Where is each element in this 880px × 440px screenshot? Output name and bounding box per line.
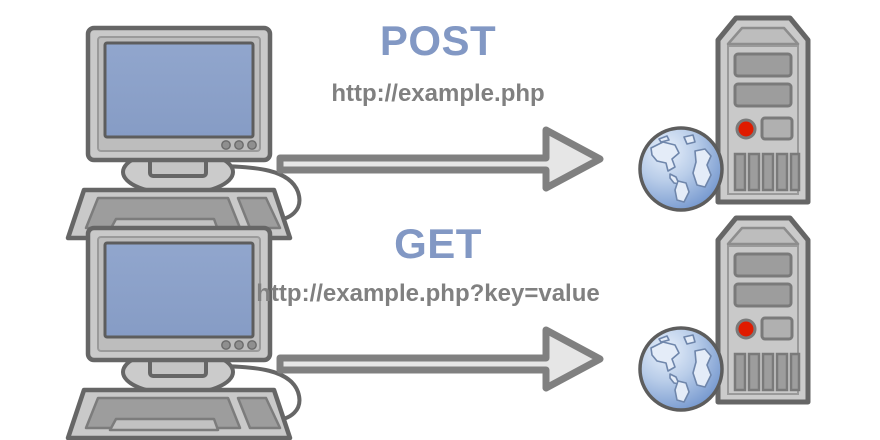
post-method-label: POST <box>379 17 497 64</box>
post-server-tower[interactable] <box>718 18 808 202</box>
get-url-label: http://example.php?key=value <box>256 280 600 307</box>
get-server-tower[interactable] <box>718 218 808 402</box>
post-request-arrow[interactable] <box>280 130 600 188</box>
get-request-arrow[interactable] <box>280 330 600 388</box>
post-globe-icon[interactable] <box>638 126 724 212</box>
get-method-label: GET <box>394 220 482 267</box>
get-globe-icon[interactable] <box>638 326 724 412</box>
post-url-label: http://example.php <box>331 80 545 107</box>
